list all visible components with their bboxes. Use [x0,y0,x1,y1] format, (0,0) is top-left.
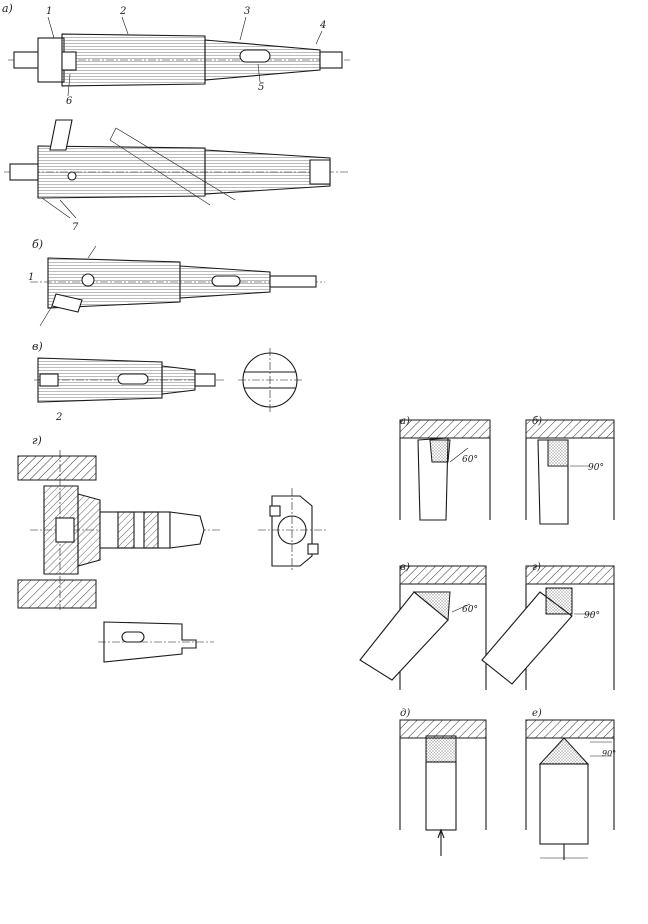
cutter-d-label: д) [400,708,410,719]
callout-1: 1 [46,6,52,17]
cutter-panel-v: в) 60° [359,562,487,690]
cutter-panel-g: г) 90° [481,562,615,690]
cutter-b-angle: 90° [588,463,604,473]
callout-5: 5 [258,82,264,93]
panel-g-label: г) [32,434,42,447]
cutter-panel-b: б) 90° [525,416,615,525]
panel-b-mandrel: б) 1 [28,238,325,327]
left-figure: а) 1 2 3 4 5 6 [2,2,350,663]
cutter-a-angle: 60° [462,455,478,465]
panel-v-mandrel: в) 2 [32,340,302,423]
right-figure: а) 60° б) 90° в) [359,416,616,860]
cutter-e-angle: 90° [602,749,616,758]
cutter-panel-a: а) 60° [399,416,491,521]
cutter-v-angle: 60° [462,605,478,615]
callout-b-1: 1 [28,272,34,283]
callout-7: 7 [72,222,79,233]
callout-4: 4 [319,20,326,31]
panel-b-label: б) [32,238,43,251]
cutter-e-label: е) [532,708,542,719]
cutter-panel-e: е) 90° [525,708,616,860]
panel-a-mandrel: а) 1 2 3 4 5 6 [2,2,350,107]
cutter-g-angle: 90° [584,611,600,621]
callout-2: 2 [119,6,126,17]
callout-3: 3 [244,6,250,17]
panel-v-label: в) [32,340,43,353]
cutter-panel-d: д) [399,708,487,856]
mandrel-with-cutter: 7 [4,119,350,233]
callout-v-2: 2 [55,412,62,423]
panel-a-label: а) [2,2,13,15]
callout-6: 6 [66,96,73,107]
panel-g-assembly: г) [17,434,326,663]
